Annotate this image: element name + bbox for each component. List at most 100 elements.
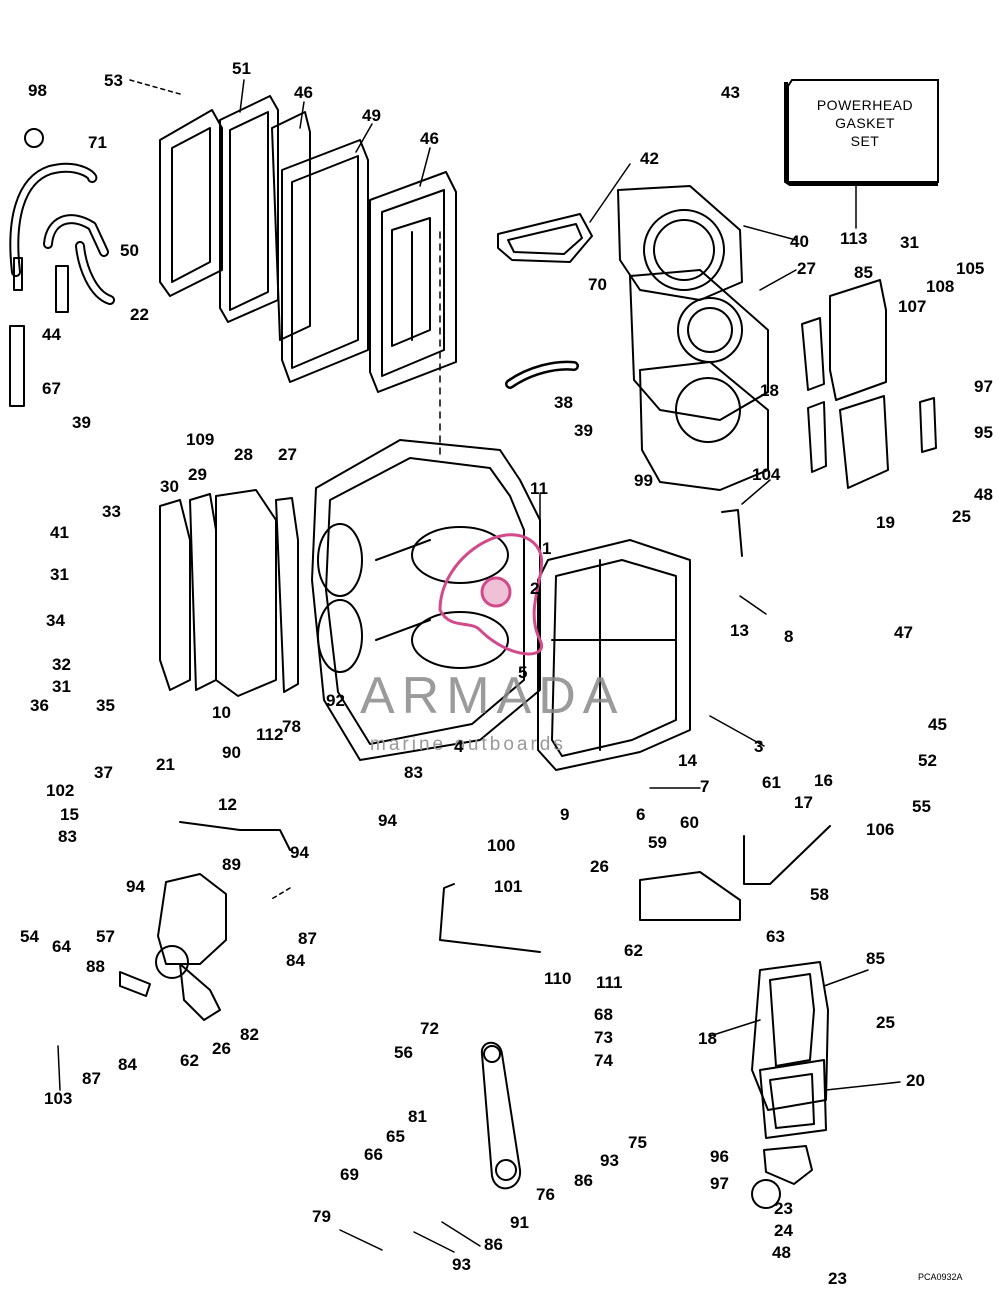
callout-label: 16 — [814, 771, 833, 790]
callout-label: 25 — [952, 507, 971, 526]
callout-label: 62 — [624, 941, 643, 960]
callout-label: 8 — [784, 627, 794, 646]
callout-label: 27 — [278, 445, 297, 464]
callout-label: 31 — [50, 565, 69, 584]
callout-label: 38 — [554, 393, 573, 412]
callout-label: 108 — [926, 277, 955, 296]
callout-label: 84 — [286, 951, 305, 970]
callout-label: 22 — [130, 305, 149, 324]
callout-label: 101 — [494, 877, 523, 896]
callout-label: 67 — [42, 379, 61, 398]
callout-label: 94 — [290, 843, 309, 862]
callout-label: 31 — [900, 233, 919, 252]
intake-manifold — [751, 961, 829, 1209]
gasket-set-line: SET — [850, 133, 880, 149]
watermark-tagline: marine outboards — [370, 734, 566, 755]
callout-label: 1 — [542, 539, 552, 558]
callout-label: 14 — [678, 751, 697, 770]
gasket-set-label: POWERHEAD GASKET SET — [795, 96, 935, 150]
callout-label: 94 — [378, 811, 397, 830]
callout-label: 35 — [96, 696, 115, 715]
callout-label: 52 — [918, 751, 937, 770]
callout-label: 49 — [362, 106, 381, 125]
leader-lines — [57, 79, 901, 1253]
callout-label: 66 — [364, 1145, 383, 1164]
callout-label: 6 — [636, 805, 646, 824]
callout-label: 23 — [828, 1269, 847, 1288]
callout-label: 90 — [222, 743, 241, 762]
callout-label: 19 — [876, 513, 895, 532]
callout-label: 85 — [854, 263, 873, 282]
callout-label: 46 — [420, 129, 439, 148]
callout-label: 106 — [866, 820, 895, 839]
callout-label: 24 — [774, 1221, 793, 1240]
callout-label: 89 — [222, 855, 241, 874]
callout-label: 23 — [774, 1199, 793, 1218]
crankcase-block — [311, 231, 541, 761]
callout-label: 64 — [52, 937, 71, 956]
callout-label: 5 — [518, 663, 528, 682]
callout-label: 47 — [894, 623, 913, 642]
callout-label: 79 — [312, 1207, 331, 1226]
callout-label: 30 — [160, 477, 179, 496]
callout-label: 41 — [50, 523, 69, 542]
callout-label: 57 — [96, 927, 115, 946]
watermark-brand: ARMADA — [360, 667, 625, 725]
callout-label: 53 — [104, 71, 123, 90]
callout-label: 18 — [698, 1029, 717, 1048]
callout-label: 25 — [876, 1013, 895, 1032]
linkage-rods — [179, 509, 831, 953]
callout-label: 85 — [866, 949, 885, 968]
callout-label: 13 — [730, 621, 749, 640]
callout-label: 111 — [596, 973, 623, 992]
callout-label: 105 — [956, 259, 985, 278]
callout-label: 88 — [86, 957, 105, 976]
callout-label: 34 — [46, 611, 65, 630]
callout-label: 87 — [82, 1069, 101, 1088]
callout-label: 109 — [186, 430, 215, 449]
callout-label: 60 — [680, 813, 699, 832]
callout-label: 83 — [58, 827, 77, 846]
callout-label: 62 — [180, 1051, 199, 1070]
callout-label: 73 — [594, 1028, 613, 1047]
callout-label: 10 — [212, 703, 231, 722]
callout-label: 61 — [762, 773, 781, 792]
callout-label: 93 — [452, 1255, 471, 1274]
watermark-emblem — [438, 533, 544, 656]
callout-label: 76 — [536, 1185, 555, 1204]
callout-label: 56 — [394, 1043, 413, 1062]
callout-label: 54 — [20, 927, 39, 946]
callout-label: 31 — [52, 677, 71, 696]
callout-label: 96 — [710, 1147, 729, 1166]
drawing-code: PCA0932A — [918, 1272, 963, 1282]
callout-label: 58 — [810, 885, 829, 904]
callout-label: 84 — [118, 1055, 137, 1074]
callout-label: 15 — [60, 805, 79, 824]
callout-label: 82 — [240, 1025, 259, 1044]
callout-label: 45 — [928, 715, 947, 734]
callout-label: 39 — [72, 413, 91, 432]
callout-label: 7 — [700, 777, 710, 796]
callout-label: 107 — [898, 297, 927, 316]
callout-label: 42 — [640, 149, 659, 168]
callout-label: 97 — [710, 1174, 729, 1193]
callout-label: 92 — [326, 691, 345, 710]
callout-label: 43 — [721, 83, 740, 102]
callout-label: 50 — [120, 241, 139, 260]
callout-label: 3 — [754, 737, 764, 756]
callout-label: 4 — [454, 737, 464, 756]
callout-label: 103 — [44, 1089, 73, 1108]
callout-label: 33 — [102, 502, 121, 521]
callout-label: 68 — [594, 1005, 613, 1024]
callout-label: 110 — [544, 969, 572, 988]
hoses-left — [9, 128, 115, 407]
callout-label: 40 — [790, 232, 809, 251]
callout-label: 12 — [218, 795, 237, 814]
callout-label: 28 — [234, 445, 253, 464]
crankcase-cover — [537, 539, 691, 771]
callout-label: 37 — [94, 763, 113, 782]
callout-label: 113 — [840, 229, 868, 248]
throttle-arm — [480, 1041, 522, 1190]
callout-label: 55 — [912, 797, 931, 816]
